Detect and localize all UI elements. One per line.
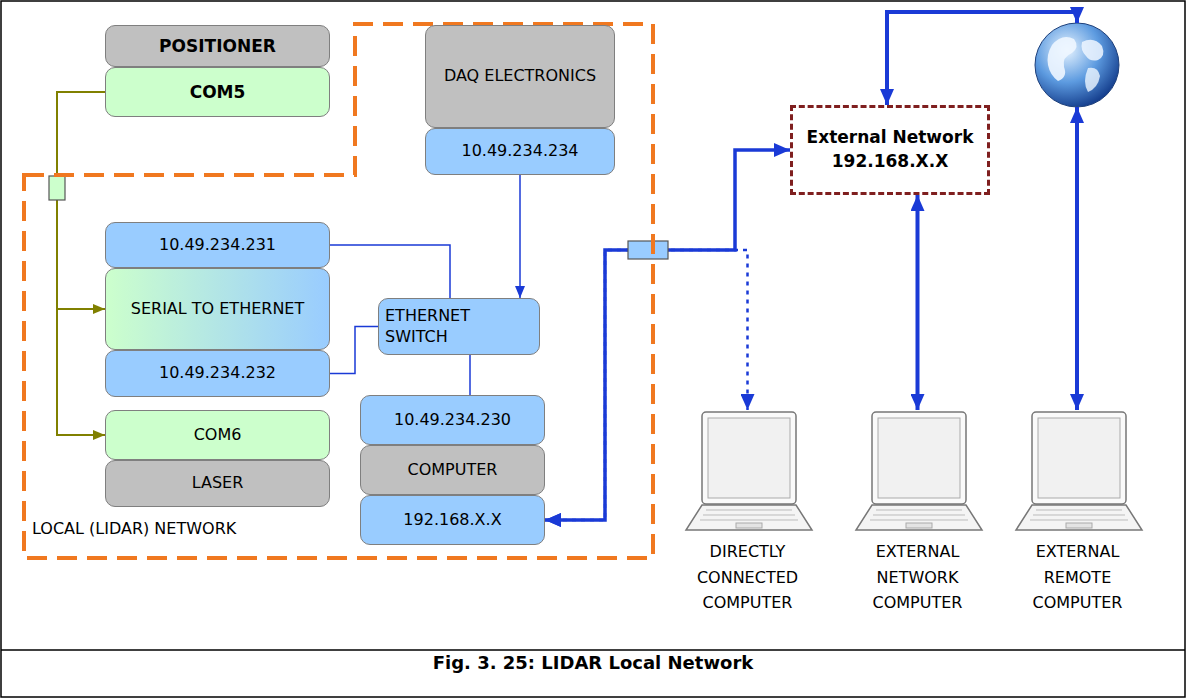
converter-box: SERIAL TO ETHERNET: [105, 268, 330, 350]
box-label: DAQ ELECTRONICS: [444, 66, 596, 87]
network-link: [330, 245, 450, 298]
box-label: 192.168.X.X: [403, 510, 501, 531]
ip-address-box: 10.49.234.230: [360, 395, 545, 445]
laptop-node: EXTERNAL NETWORK COMPUTER: [850, 410, 985, 642]
ip-address-box: 10.49.234.232: [105, 350, 330, 397]
device-box: LASER: [105, 460, 330, 507]
laptop-icon: [680, 410, 815, 535]
laptop-node: DIRECTLY CONNECTED COMPUTER: [680, 410, 815, 642]
network-link: [57, 92, 105, 435]
figure-caption: Fig. 3. 25: LIDAR Local Network: [0, 652, 1186, 673]
device-box: POSITIONER: [105, 25, 330, 67]
internet-link: [1075, 107, 1079, 410]
box-label: 10.49.234.230: [394, 410, 511, 431]
network-link: [330, 327, 378, 374]
box-label: 10.49.234.232: [159, 363, 276, 384]
com-port-box: COM6: [105, 410, 330, 460]
ip-address-box: ETHERNET SWITCH: [378, 298, 540, 355]
ip-address-box: 192.168.X.X: [360, 495, 545, 545]
box-label: COM6: [194, 425, 242, 446]
box-label: LASER: [192, 473, 244, 494]
laptop-node: EXTERNAL REMOTE COMPUTER: [1010, 410, 1145, 642]
device-box: COMPUTER: [360, 445, 545, 495]
box-label: COMPUTER: [408, 460, 498, 481]
box-label: 10.49.234.234: [461, 141, 578, 162]
network-link: [887, 12, 1077, 105]
box-label: 10.49.234.231: [159, 235, 276, 256]
device-box: DAQ ELECTRONICS: [425, 25, 615, 128]
computer-label: EXTERNAL NETWORK COMPUTER: [850, 539, 985, 616]
region-label: LOCAL (LIDAR) NETWORK: [32, 519, 236, 538]
box-label: SERIAL TO ETHERNET: [131, 299, 305, 320]
ip-address-box: 10.49.234.231: [105, 222, 330, 268]
network-plug: [628, 241, 668, 259]
box-label: External Network: [807, 126, 974, 150]
network-box: External Network192.168.X.X: [790, 105, 990, 195]
globe-icon: [1035, 23, 1119, 107]
laptop-icon: [1010, 410, 1145, 535]
network-link: [519, 175, 521, 298]
network-link: [916, 195, 920, 410]
ip-address-box: 10.49.234.234: [425, 128, 615, 175]
region-border: [24, 24, 653, 558]
computer-label: EXTERNAL REMOTE COMPUTER: [1010, 539, 1145, 616]
box-label: POSITIONER: [159, 35, 276, 57]
network-link: [469, 355, 471, 395]
caption-rule: [1, 649, 1185, 651]
computer-label: DIRECTLY CONNECTED COMPUTER: [680, 539, 815, 616]
laptop-icon: [850, 410, 985, 535]
com-port-box: COM5: [105, 67, 330, 117]
box-label: ETHERNET SWITCH: [385, 306, 533, 348]
network-region: LOCAL (LIDAR) NETWORK DAQ ELECTRONICS 10.4…: [22, 22, 655, 560]
serial-junction: [49, 176, 65, 200]
box-label: COM5: [190, 81, 246, 103]
box-label: 192.168.X.X: [832, 150, 949, 174]
